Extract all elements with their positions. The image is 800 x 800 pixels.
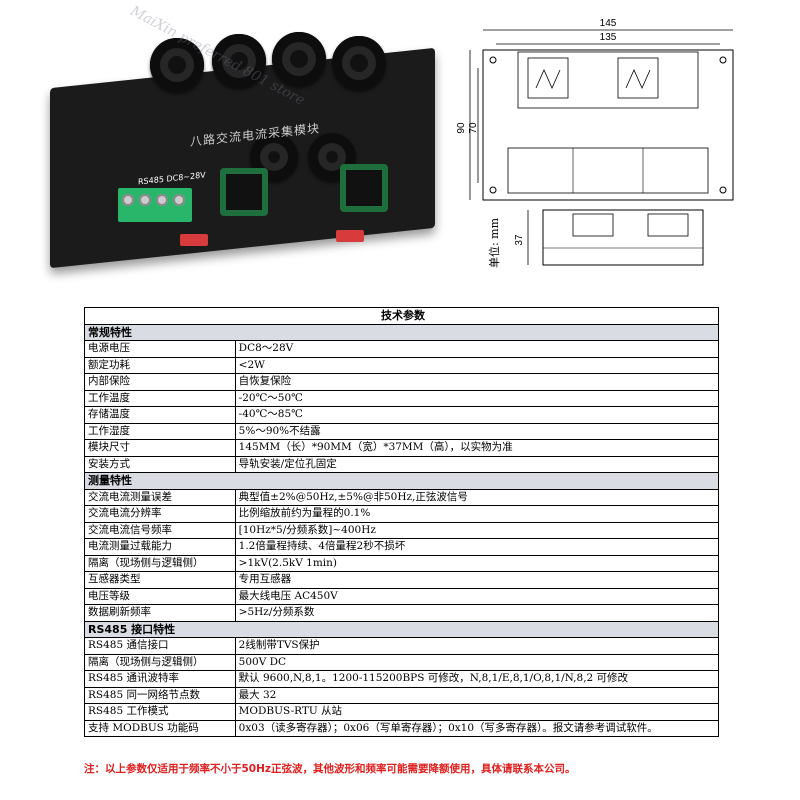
param-value: >5Hz/分频系数 — [234, 604, 720, 622]
param-name: 电源电压 — [84, 340, 236, 358]
current-transformer-7 — [220, 168, 268, 216]
table-row: 电压等级最大线电压 AC450V — [84, 587, 720, 605]
param-name: 隔离（现场侧与逻辑侧） — [84, 554, 236, 572]
param-value: 比例缩放前约为量程的0.1% — [234, 505, 720, 523]
param-value: MODBUS-RTU 从站 — [234, 703, 720, 721]
din-clip-right — [336, 230, 364, 242]
section-row: 测量特性 — [84, 472, 719, 490]
param-value: -20℃～50℃ — [234, 389, 720, 407]
param-name: 存储温度 — [84, 406, 236, 424]
table-row: 内部保险自恢复保险 — [84, 373, 720, 391]
table-row: 交流电流分辨率比例缩放前约为量程的0.1% — [84, 505, 720, 523]
param-value: 500V DC — [234, 653, 720, 671]
section-title: RS485 接口特性 — [84, 620, 719, 638]
param-value: 专用互感器 — [234, 571, 720, 589]
table-row: 隔离（现场侧与逻辑侧）>1kV(2.5kV 1min) — [84, 554, 720, 572]
current-transformer-3 — [272, 32, 326, 86]
footnote: 注：以上参数仅适用于频率不小于50Hz正弦波，其他波形和频率可能需要降额使用，具… — [84, 763, 576, 775]
param-value: 2线制带TVS保护 — [234, 637, 720, 655]
param-name: 工作湿度 — [84, 422, 236, 440]
table-row: 互感器类型专用互感器 — [84, 571, 720, 589]
table-row: RS485 同一网络节点数最大 32 — [84, 686, 720, 704]
table-row: 交流电流测量误差典型值±2%@50Hz,±5%@非50Hz,正弦波信号 — [84, 488, 720, 506]
table-header: 技术参数 — [84, 307, 719, 325]
param-value: -40℃～85℃ — [234, 406, 720, 424]
param-name: 隔离（现场侧与逻辑侧） — [84, 653, 236, 671]
table-row: 存储温度-40℃～85℃ — [84, 406, 720, 424]
param-name: 支持 MODBUS 功能码 — [84, 719, 236, 737]
din-clip-left — [180, 234, 208, 246]
param-value: 145MM（长）*90MM（宽）*37MM（高），以实物为准 — [234, 439, 720, 457]
section-row: 常规特性 — [84, 323, 719, 341]
dimension-svg: 145 135 90 70 37 单位: mm — [456, 18, 734, 268]
param-value: 最大线电压 AC450V — [234, 587, 720, 605]
table-row: 额定功耗<2W — [84, 356, 720, 374]
param-value: >1kV(2.5kV 1min) — [234, 554, 720, 572]
param-name: RS485 通讯波特率 — [84, 670, 236, 688]
param-value: 1.2倍量程持续、4倍量程2秒不损坏 — [234, 538, 720, 556]
dim-height-inner: 70 — [468, 122, 479, 134]
dim-depth: 37 — [514, 234, 525, 246]
table-row: RS485 通讯波特率默认 9600,N,8,1。1200-115200BPS … — [84, 670, 720, 688]
param-name: 内部保险 — [84, 373, 236, 391]
param-name: 额定功耗 — [84, 356, 236, 374]
param-value: 默认 9600,N,8,1。1200-115200BPS 可修改，N,8,1/E… — [234, 670, 720, 688]
current-transformer-1 — [150, 38, 204, 92]
section-title: 测量特性 — [84, 472, 719, 490]
dim-width-outer: 145 — [600, 18, 617, 29]
dim-width-inner: 135 — [600, 32, 617, 43]
param-value: <2W — [234, 356, 720, 374]
table-row: 安装方式导轨安装/定位孔固定 — [84, 455, 720, 473]
param-name: 交流电流分辨率 — [84, 505, 236, 523]
param-name: 电流测量过载能力 — [84, 538, 236, 556]
param-name: 模块尺寸 — [84, 439, 236, 457]
section-row: RS485 接口特性 — [84, 620, 719, 638]
current-transformer-8 — [340, 164, 388, 212]
current-transformer-4 — [332, 36, 386, 90]
dim-height-outer: 90 — [456, 122, 467, 134]
param-name: 交流电流信号频率 — [84, 521, 236, 539]
param-name: 电压等级 — [84, 587, 236, 605]
table-row: 交流电流信号频率[10Hz*5/分频系数]~400Hz — [84, 521, 720, 539]
param-name: 工作温度 — [84, 389, 236, 407]
param-name: 安装方式 — [84, 455, 236, 473]
param-value: 自恢复保险 — [234, 373, 720, 391]
param-name: RS485 同一网络节点数 — [84, 686, 236, 704]
param-value: DC8～28V — [234, 340, 720, 358]
param-value: 导轨安装/定位孔固定 — [234, 455, 720, 473]
product-photo: 八路交流电流采集模块 RS485 DC8~28V MaiXin preferre… — [40, 3, 450, 298]
terminal-block — [118, 188, 192, 222]
table-header-row: 技术参数 — [84, 307, 719, 325]
dimension-drawing: 145 135 90 70 37 单位: mm — [448, 8, 768, 293]
param-value: 最大 32 — [234, 686, 720, 704]
table-row: 隔离（现场侧与逻辑侧）500V DC — [84, 653, 720, 671]
param-name: 互感器类型 — [84, 571, 236, 589]
param-name: 交流电流测量误差 — [84, 488, 236, 506]
current-transformer-2 — [212, 34, 266, 88]
param-name: 数据刷新频率 — [84, 604, 236, 622]
param-value: 5%～90%不结露 — [234, 422, 720, 440]
table-row: 数据刷新频率>5Hz/分频系数 — [84, 604, 720, 622]
param-value: [10Hz*5/分频系数]~400Hz — [234, 521, 720, 539]
param-name: RS485 工作模式 — [84, 703, 236, 721]
param-value: 典型值±2%@50Hz,±5%@非50Hz,正弦波信号 — [234, 488, 720, 506]
param-value: 0x03（读多寄存器）；0x06（写单寄存器）；0x10（写多寄存器）。报文请参… — [234, 719, 720, 737]
param-name: RS485 通信接口 — [84, 637, 236, 655]
table-row: 工作温度-20℃～50℃ — [84, 389, 720, 407]
unit-label: 单位: mm — [487, 217, 501, 268]
section-title: 常规特性 — [84, 323, 719, 341]
